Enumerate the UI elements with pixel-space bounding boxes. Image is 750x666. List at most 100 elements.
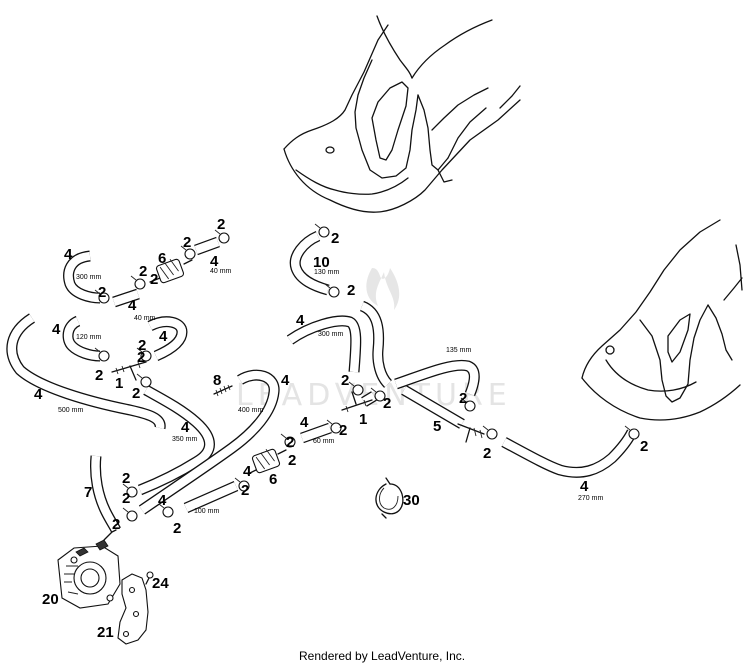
callout-label: 2 bbox=[241, 482, 249, 499]
hose-500mm bbox=[6, 313, 166, 430]
callout-label: 4 bbox=[34, 386, 43, 403]
hose-clamp bbox=[460, 397, 476, 412]
footer-credit: Rendered by LeadVenture, Inc. bbox=[299, 649, 465, 663]
dimension-labels: 300 mm 40 mm 40 mm 120 mm 500 mm 350 mm … bbox=[58, 268, 603, 515]
dimension-label: 400 mm bbox=[238, 407, 263, 414]
dimension-label: 60 mm bbox=[313, 438, 335, 445]
callout-label: 2 bbox=[112, 516, 120, 533]
callout-label: 4 bbox=[243, 463, 252, 480]
callout-label: 4 bbox=[158, 492, 167, 509]
hose-clamp bbox=[94, 289, 110, 304]
hose-clamp bbox=[624, 425, 640, 440]
dimension-label: 500 mm bbox=[58, 407, 83, 414]
callout-label: 21 bbox=[97, 624, 114, 641]
hose-7 bbox=[90, 455, 121, 533]
callout-label: 4 bbox=[300, 414, 309, 431]
hose-270mm bbox=[501, 429, 637, 478]
callouts: 2 2 4 2 6 4 2 4 2 4 4 2 2 4 2 1 2 8 4 4 … bbox=[34, 216, 648, 641]
callout-label: 2 bbox=[98, 284, 106, 301]
hose-clamp bbox=[348, 381, 364, 396]
clip-30 bbox=[375, 477, 404, 519]
hose-clamp bbox=[482, 425, 498, 440]
callout-label: 5 bbox=[433, 418, 441, 435]
hose-clamp bbox=[280, 433, 296, 448]
callout-label: 2 bbox=[137, 349, 145, 366]
upper-tank bbox=[283, 15, 521, 213]
callout-label: 4 bbox=[281, 372, 290, 389]
callout-label: 2 bbox=[150, 271, 158, 288]
callout-label: 2 bbox=[383, 395, 391, 412]
callout-label: 4 bbox=[64, 246, 73, 263]
callout-label: 2 bbox=[95, 367, 103, 384]
hose-clamp bbox=[122, 507, 138, 522]
callout-label: 2 bbox=[122, 470, 130, 487]
callout-label: 2 bbox=[341, 372, 349, 389]
screw-24 bbox=[145, 571, 154, 585]
fuel-filter-upper bbox=[149, 258, 193, 284]
hose-clamp bbox=[130, 275, 146, 290]
hose-clamps bbox=[94, 223, 640, 522]
hose-clamp bbox=[136, 373, 152, 388]
callout-label: 7 bbox=[84, 484, 92, 501]
callout-label: 4 bbox=[159, 328, 168, 345]
hose-stub-b bbox=[361, 391, 377, 407]
dimension-label: 270 mm bbox=[578, 495, 603, 502]
callout-label: 4 bbox=[52, 321, 61, 338]
hose-40mm-top bbox=[194, 236, 220, 256]
hose-clamp bbox=[370, 387, 386, 402]
callout-label: 2 bbox=[483, 445, 491, 462]
hose-vertical-right bbox=[359, 300, 393, 388]
callout-label: 20 bbox=[42, 591, 59, 608]
hoses bbox=[6, 230, 637, 533]
callout-label: 2 bbox=[331, 230, 339, 247]
t-fitting-right bbox=[341, 391, 373, 413]
fuel-filter-lower bbox=[247, 448, 287, 475]
callout-label: 2 bbox=[122, 490, 130, 507]
callout-label: 4 bbox=[296, 312, 305, 329]
hose-350mm bbox=[137, 385, 215, 496]
mounting-bracket bbox=[117, 573, 149, 645]
callout-label: 2 bbox=[640, 438, 648, 455]
hose-120mm bbox=[62, 315, 101, 362]
callout-label: 2 bbox=[288, 452, 296, 469]
hose-stub-a bbox=[112, 288, 140, 308]
callout-label: 2 bbox=[183, 234, 191, 251]
hose-400mm bbox=[138, 369, 280, 515]
hose-300mm-center bbox=[286, 315, 362, 373]
dimension-label: 40 mm bbox=[134, 315, 156, 322]
hose-60mm bbox=[300, 422, 332, 444]
hose-clamp bbox=[234, 477, 250, 492]
fuel-pump-assembly bbox=[57, 529, 121, 609]
hose-clamp bbox=[324, 283, 340, 298]
callout-label: 4 bbox=[128, 297, 137, 314]
callout-label: 8 bbox=[213, 372, 221, 389]
dimension-label: 135 mm bbox=[446, 347, 471, 354]
callout-label: 6 bbox=[158, 250, 166, 267]
callout-label: 6 bbox=[269, 471, 277, 488]
hose-clamp bbox=[94, 347, 110, 362]
callout-label: 2 bbox=[286, 434, 294, 451]
dimension-label: 300 mm bbox=[318, 331, 343, 338]
hose-5 bbox=[401, 385, 465, 429]
callout-label: 4 bbox=[580, 478, 589, 495]
callout-label: 2 bbox=[339, 422, 347, 439]
hose-clamp bbox=[122, 483, 138, 498]
hose-130mm bbox=[289, 230, 330, 296]
callout-label: 4 bbox=[181, 419, 190, 436]
hose-100mm bbox=[183, 480, 239, 514]
callout-label: 2 bbox=[347, 282, 355, 299]
callout-label: 2 bbox=[217, 216, 225, 233]
hose-clamp bbox=[326, 419, 342, 434]
callout-label: 30 bbox=[403, 492, 420, 509]
callout-label: 2 bbox=[173, 520, 181, 537]
callout-label: 24 bbox=[152, 575, 169, 592]
dimension-label: 40 mm bbox=[210, 268, 232, 275]
dimension-label: 350 mm bbox=[172, 436, 197, 443]
hose-135mm bbox=[394, 359, 480, 397]
dimension-label: 120 mm bbox=[76, 334, 101, 341]
dimension-label: 300 mm bbox=[76, 274, 101, 281]
right-tank bbox=[581, 219, 743, 421]
hose-clamp bbox=[136, 347, 152, 362]
callout-label: 1 bbox=[115, 375, 123, 392]
